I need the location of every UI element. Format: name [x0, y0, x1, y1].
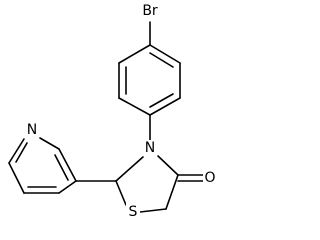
bond-s-c2: [115, 180, 127, 206]
bond-pyridine-double-2: [15, 142, 28, 163]
ring-nitrogen-label-bg: [143, 140, 157, 156]
pyridine-nitrogen-label: N: [27, 122, 37, 138]
bond-pyridine-4: [8, 162, 25, 194]
bond-c4-c5: [165, 174, 179, 210]
carbonyl-oxygen-label-bg: [203, 170, 217, 186]
atom-labels: Br N N O S: [25, 3, 217, 220]
bond-phenyl-4: [118, 97, 151, 116]
bond-pyridine-double-1: [54, 154, 69, 181]
bonds: [8, 21, 204, 213]
sulfur-label: S: [129, 204, 138, 220]
ring-nitrogen-label: N: [145, 140, 155, 156]
bond-phenyl-3: [149, 97, 181, 116]
bond-phenyl-1: [149, 44, 181, 64]
bond-pyridine-1: [58, 148, 77, 182]
bond-phenyl-double-1: [149, 52, 174, 68]
bond-pyridine-3: [8, 138, 25, 164]
bond-phenyl-double-2: [149, 93, 174, 108]
chemical-structure-diagram: Br N N O S: [8, 3, 217, 220]
bond-c5-s: [139, 208, 167, 213]
carbonyl-oxygen-label: O: [204, 170, 215, 186]
bromine-label: Br: [142, 3, 158, 19]
pyridine-nitrogen-label-bg: [25, 122, 39, 138]
bond-pyridine-6: [58, 180, 77, 194]
bond-pyridine-2: [39, 137, 60, 150]
bond-phenyl-6: [118, 44, 151, 64]
sulfur-label-bg: [126, 203, 140, 220]
bromine-label-bg: [140, 3, 160, 20]
bond-c2-n: [115, 156, 144, 182]
bond-n-c4: [157, 155, 179, 176]
